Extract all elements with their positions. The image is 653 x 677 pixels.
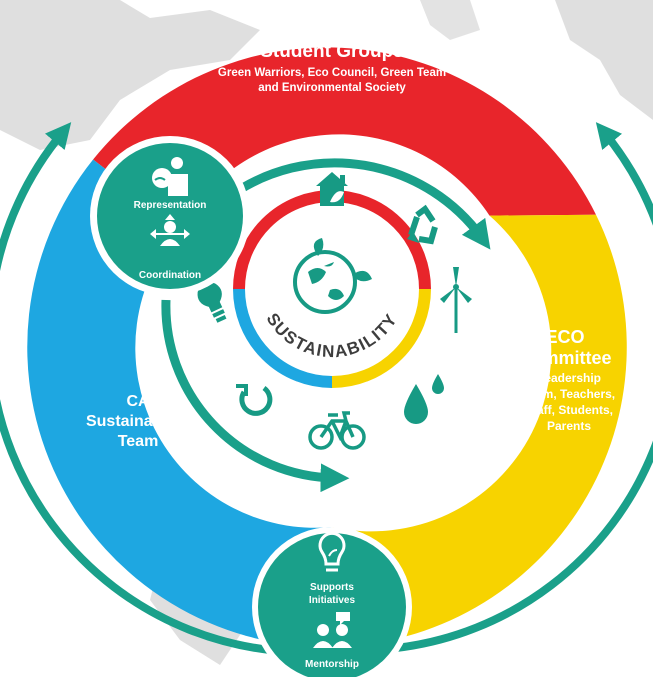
inner-arrows: [161, 158, 491, 493]
initiatives-label: Initiatives: [309, 595, 356, 606]
lightbulb-leaf-icon: [318, 531, 346, 572]
ca-title-1: CA: [126, 393, 150, 410]
bicycle-icon: [308, 411, 366, 450]
eco-title-2: Committee: [518, 348, 611, 368]
eco-desc-2: Team, Teachers,: [523, 387, 615, 401]
energy-bulb-icon: [197, 281, 227, 323]
eco-desc-3: Staff, Students,: [525, 403, 613, 417]
eco-desc-4: Parents: [547, 419, 591, 433]
water-drops-icon: [404, 374, 444, 424]
student-groups-desc-1: Green Warriors, Eco Council, Green Team: [218, 67, 446, 79]
ca-sustainability-segment: [27, 159, 333, 648]
ca-title-2: Sustainability: [86, 413, 190, 430]
eco-committee-segment: [332, 214, 627, 647]
recycle-icon: [407, 204, 438, 245]
globe-person-icon: [152, 157, 188, 196]
sustainability-center: SUSTAINABILITY: [233, 190, 431, 388]
people-chat-icon: [313, 612, 352, 648]
house-leaf-icon: [316, 172, 348, 206]
student-groups-title: Student Groups: [260, 41, 404, 62]
eco-desc-1: Leadership: [537, 371, 601, 385]
hub-supports-mentorship: Supports Initiatives Mentorship: [252, 527, 412, 677]
earth-leaf-icon: [293, 238, 372, 314]
student-groups-desc-2: and Environmental Society: [258, 82, 406, 94]
refresh-icon: [236, 384, 273, 416]
eco-title-1: ECO: [545, 327, 584, 347]
student-groups-segment: [93, 47, 596, 228]
mentorship-label: Mentorship: [305, 659, 359, 670]
outer-arrows: [0, 122, 653, 654]
supports-label: Supports: [310, 582, 354, 593]
representation-label: Representation: [134, 200, 207, 211]
coordination-label: Coordination: [139, 270, 201, 281]
hub-representation-coordination: Representation Coordination: [90, 136, 250, 296]
wind-turbine-icon: [440, 267, 472, 333]
ca-title-3: Team: [118, 433, 159, 450]
person-arrows-icon: [150, 214, 190, 246]
